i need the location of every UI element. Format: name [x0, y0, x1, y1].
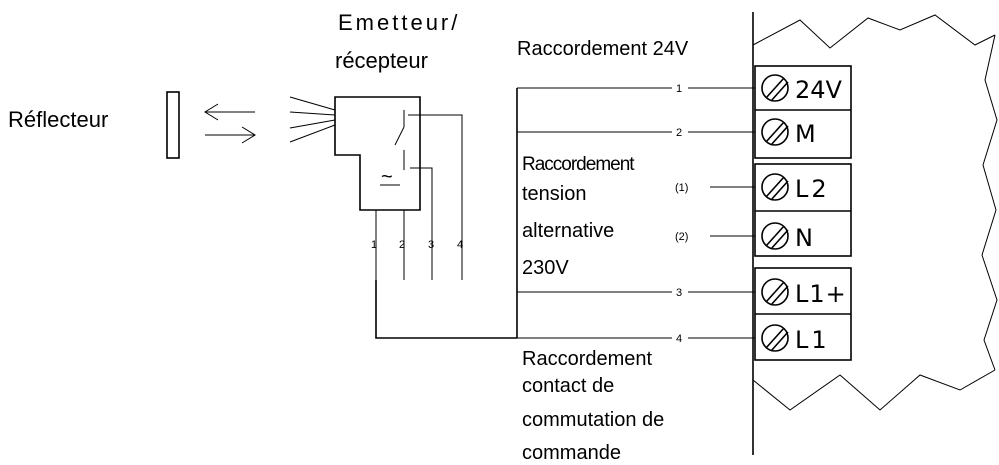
ac-label-line2: tension: [522, 183, 587, 205]
sensor-pin-2: 2: [399, 239, 405, 251]
wire-number-1: 1: [676, 83, 682, 95]
contact-label-line1: Raccordement: [522, 348, 653, 370]
terminal-screw-icon: [761, 74, 789, 352]
terminal-24v: 24V: [795, 76, 843, 104]
wire-number-3: 3: [676, 287, 682, 299]
wire-number-4: 4: [676, 333, 682, 345]
terminal-l1: L1: [795, 326, 830, 354]
sensor-body: ~: [334, 96, 421, 211]
note-2-label: (2): [675, 231, 688, 243]
sensor-pin-3: 3: [428, 239, 434, 251]
terminal-n: N: [795, 224, 813, 252]
contact-label-line3: commutation de: [522, 409, 664, 431]
emitter-label: Emetteur/: [338, 10, 460, 35]
contact-label-line4: commande: [522, 442, 621, 464]
wire-number-2: 2: [676, 127, 682, 139]
bus-wires: [375, 87, 755, 339]
reflector-label: Réflecteur: [8, 107, 108, 132]
conn-24v-label: Raccordement 24V: [517, 38, 689, 60]
sensor-pin-4: 4: [457, 239, 463, 251]
terminal-l2: L2: [795, 175, 830, 203]
terminal-m: M: [795, 120, 816, 148]
note-1-label: (1): [675, 182, 688, 194]
device-housing: [752, 12, 998, 455]
terminal-l1-plus: L1+: [795, 280, 847, 308]
ac-label-line3: alternative: [522, 220, 614, 242]
ac-label-line1: Raccordement: [522, 154, 635, 175]
light-beam-arrows: [204, 103, 256, 144]
receiver-label: récepteur: [335, 48, 428, 73]
sensor-pin-1: 1: [371, 239, 377, 251]
ac-symbol-icon: ~: [381, 166, 393, 188]
terminal-block: [754, 65, 852, 361]
reflector-icon: [166, 91, 180, 159]
sensor-internal-wires: [375, 114, 463, 280]
ac-label-line4: 230V: [522, 257, 569, 279]
emitter-rays-icon: [289, 96, 336, 143]
contact-label-line2: contact de: [522, 375, 614, 397]
